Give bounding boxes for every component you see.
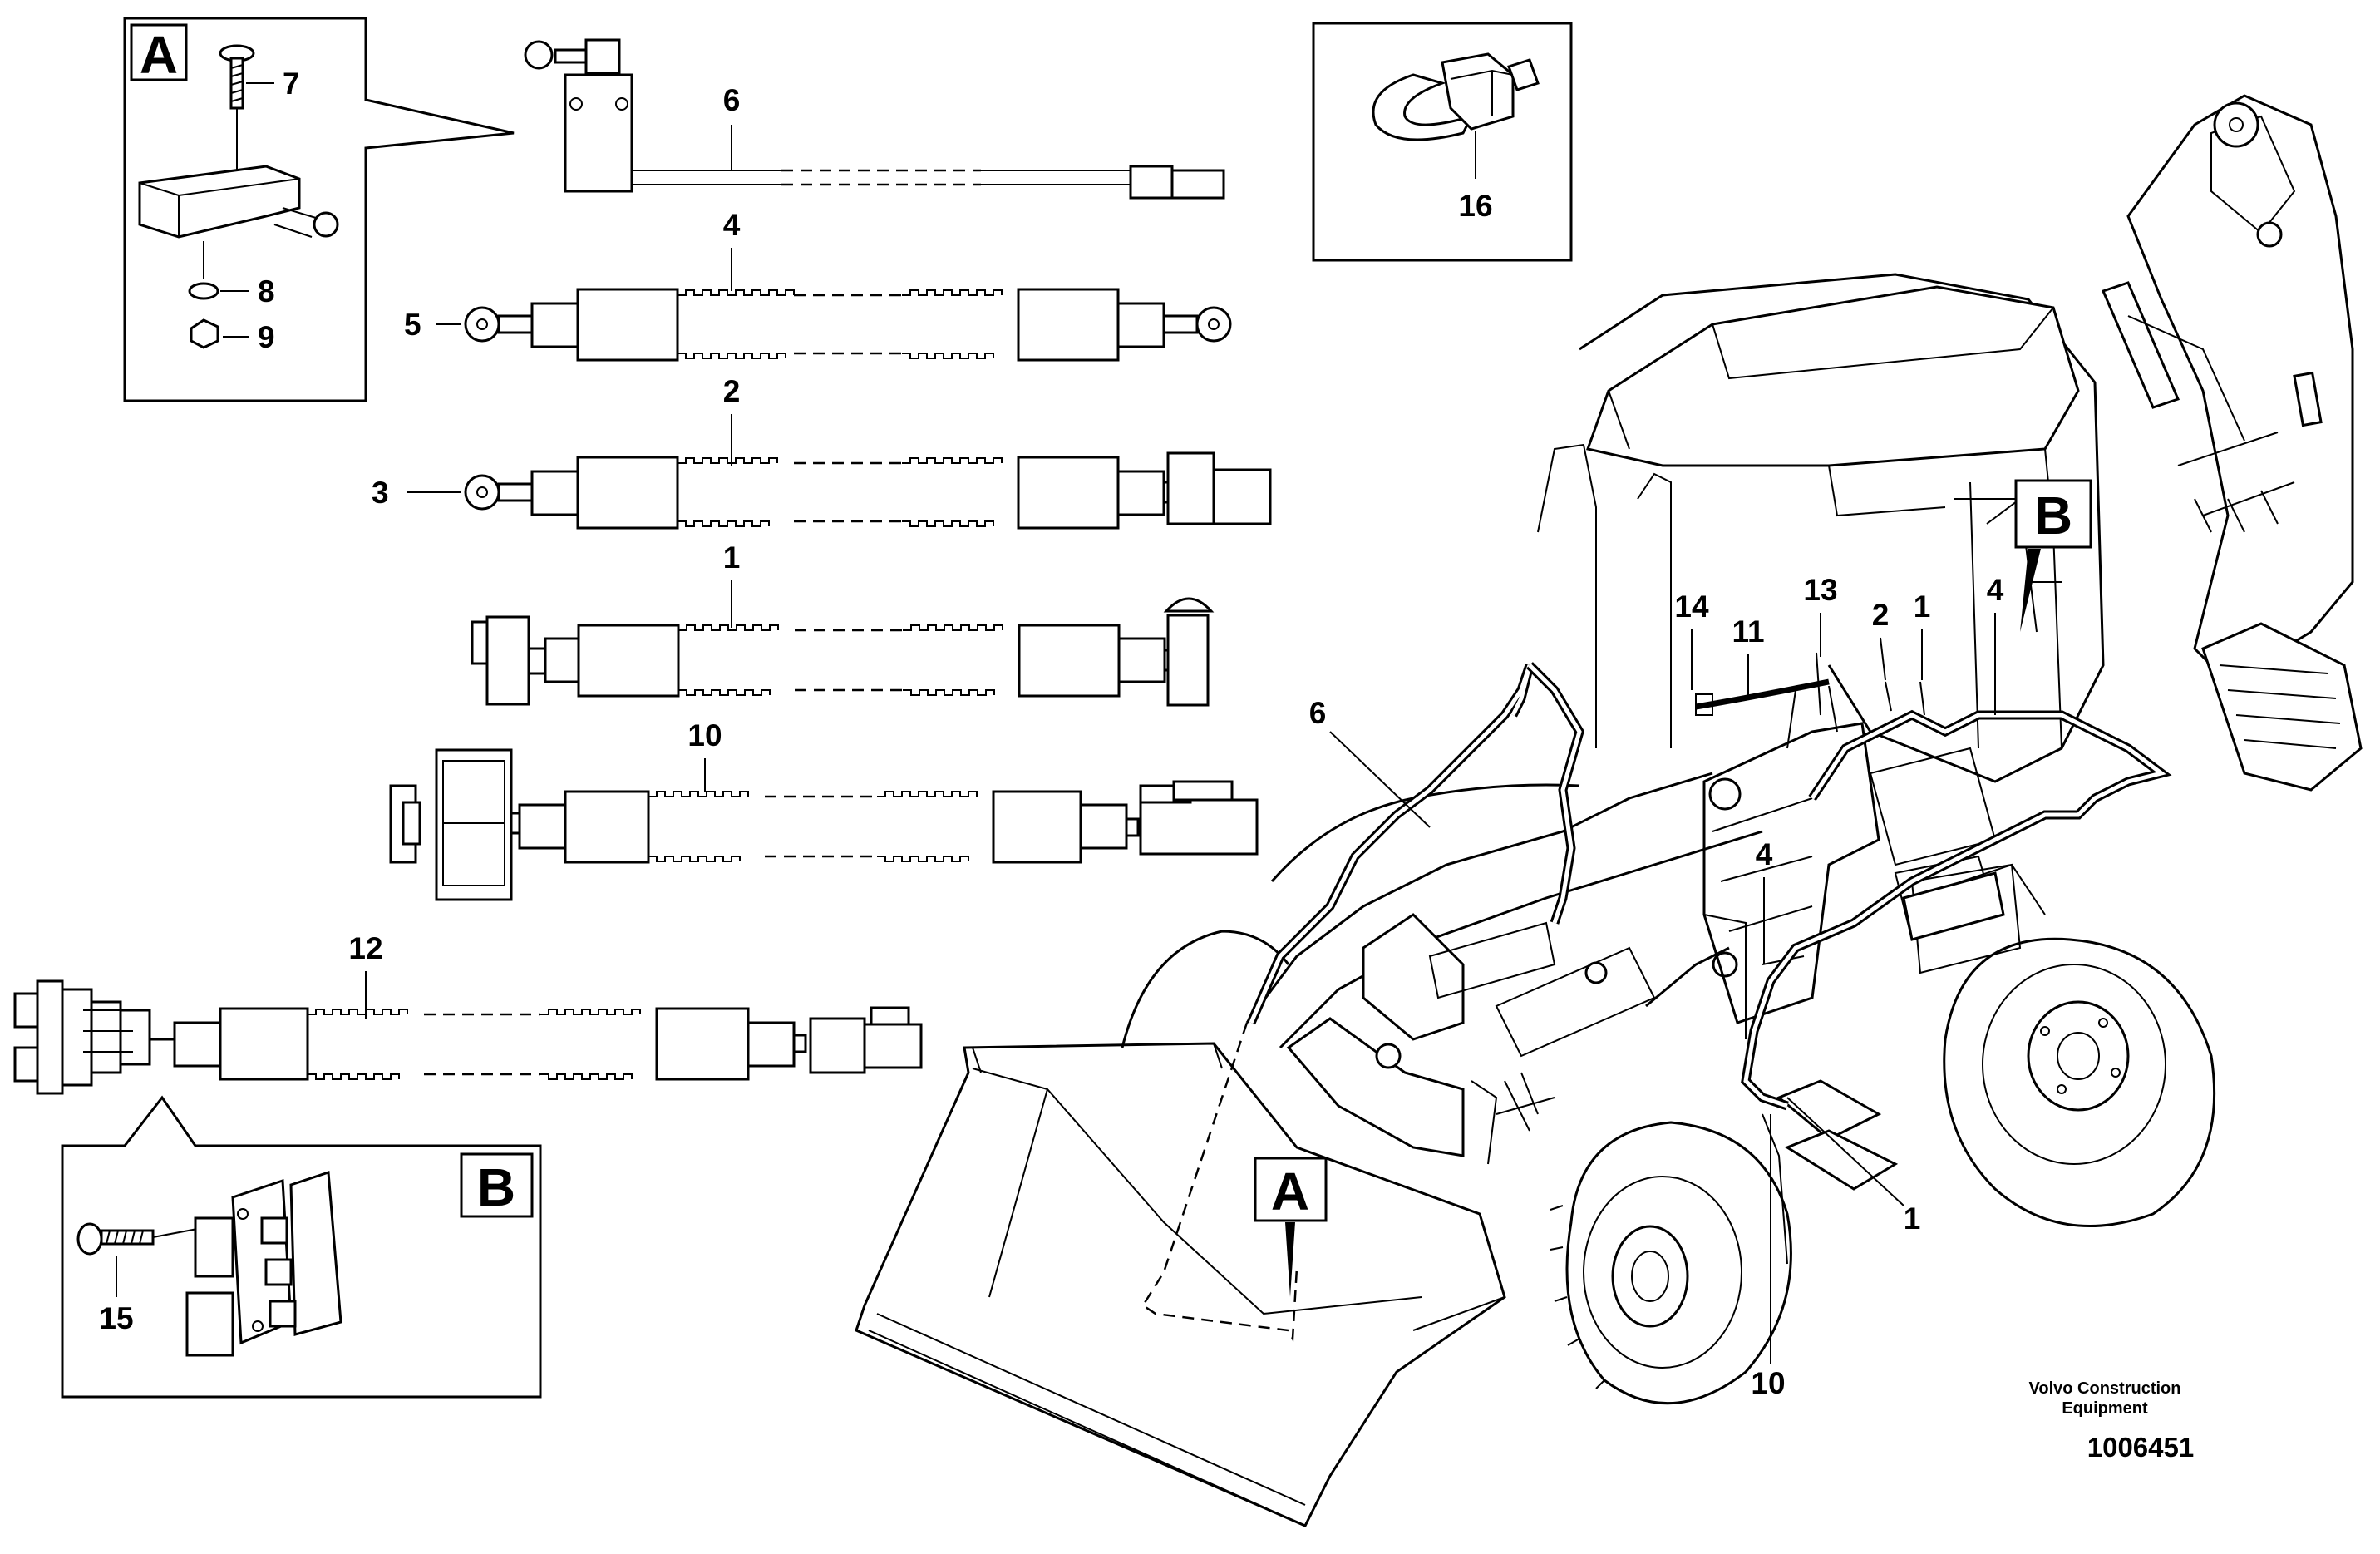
callout-4-upper: 4 bbox=[1987, 573, 2004, 607]
callout-14: 14 bbox=[1674, 590, 1709, 624]
cable-number-6: 6 bbox=[723, 83, 741, 117]
marker-a-letter: A bbox=[1271, 1162, 1309, 1221]
manufacturer-line-2: Equipment bbox=[2062, 1399, 2148, 1418]
part-number-9: 9 bbox=[258, 320, 275, 354]
callout-1-upper: 1 bbox=[1914, 590, 1931, 624]
backhoe-loader-illustration: A B bbox=[855, 94, 2363, 1527]
detail-b-letter-box bbox=[460, 1152, 534, 1218]
harness-routing bbox=[1246, 652, 2172, 1265]
detail-16-box: 16 bbox=[1312, 22, 1573, 262]
cable-number-2: 2 bbox=[723, 374, 741, 408]
detail-a-letter-box bbox=[130, 23, 188, 81]
part-number-15: 15 bbox=[99, 1301, 133, 1335]
marker-a-pointer bbox=[1285, 1222, 1295, 1297]
cable-number-5: 5 bbox=[404, 308, 421, 342]
cable-1: 1 bbox=[471, 540, 1215, 707]
manufacturer-line-1: Volvo Construction bbox=[2029, 1379, 2181, 1398]
cable-number-1: 1 bbox=[723, 540, 741, 575]
callout-2: 2 bbox=[1872, 598, 1890, 632]
cable-10: 10 bbox=[389, 718, 1259, 901]
rear-wheel bbox=[1943, 937, 2216, 1227]
cable-4: 4 5 bbox=[404, 208, 1232, 362]
screw-15 bbox=[76, 1221, 234, 1256]
callout-10: 10 bbox=[1751, 1366, 1785, 1400]
front-bucket bbox=[855, 1042, 1506, 1527]
marker-b-letter: B bbox=[2034, 486, 2072, 545]
marker-a-box bbox=[1254, 1157, 1328, 1222]
detail-b-letter: B bbox=[477, 1157, 515, 1217]
callout-13: 13 bbox=[1803, 573, 1837, 607]
callout-6: 6 bbox=[1309, 696, 1327, 730]
marker-b-pointer bbox=[2020, 549, 2041, 632]
cable-number-3: 3 bbox=[372, 476, 389, 510]
cable-6: 6 bbox=[524, 38, 1225, 200]
cable-clip-16 bbox=[1372, 52, 1540, 141]
cable-number-12: 12 bbox=[348, 931, 382, 965]
callout-4-lower: 4 bbox=[1756, 837, 1773, 871]
front-wheel bbox=[1550, 1121, 1792, 1405]
part-number-8: 8 bbox=[258, 274, 275, 308]
screw-7 bbox=[219, 44, 255, 175]
footer: Volvo Construction Equipment 1006451 bbox=[2029, 1379, 2195, 1463]
part-number-16: 16 bbox=[1458, 189, 1492, 223]
cable-number-4: 4 bbox=[723, 208, 741, 242]
washer-8 bbox=[188, 282, 219, 300]
figure-number: 1006451 bbox=[2087, 1432, 2194, 1463]
relay-holder bbox=[185, 1170, 342, 1357]
part-number-7: 7 bbox=[283, 67, 300, 101]
marker-b-box bbox=[2014, 479, 2092, 549]
limit-switch-body bbox=[138, 165, 339, 239]
detail-a-box: A 7 8 9 bbox=[123, 17, 515, 402]
machine-callouts: 14 11 13 2 1 4 6 4 1 10 bbox=[1309, 573, 2004, 1400]
nut-9 bbox=[190, 318, 219, 349]
callout-11: 11 bbox=[1732, 614, 1764, 649]
cable-number-10: 10 bbox=[687, 718, 722, 752]
detail-b-box: B 15 bbox=[61, 1095, 542, 1399]
callout-1-lower: 1 bbox=[1904, 1201, 1921, 1236]
detail-a-letter: A bbox=[140, 25, 178, 85]
cable-12: 12 bbox=[13, 931, 923, 1095]
cable-2: 2 3 bbox=[372, 374, 1272, 530]
